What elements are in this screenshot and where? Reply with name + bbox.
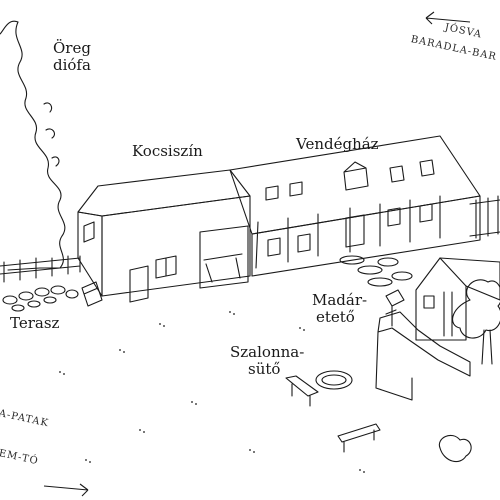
label-kocsiszin: Kocsiszín [132,142,203,160]
fire-ring [315,370,353,390]
left-fence [0,255,81,283]
terrace-bench [81,281,103,307]
label-eteto: etető [316,308,355,327]
bird-feeder [385,289,405,327]
label-szalonnasuto: Szalonna- sütő [230,343,305,379]
right-fence [469,195,500,239]
label-terasz: Terasz [10,314,60,332]
label-vendeghaz: Vendégház [296,135,379,153]
garden-wall [377,311,471,377]
arrow-bottom-left [43,483,89,497]
terrace-stones [2,285,79,312]
label-oreg-diofa: Öreg diófa [53,39,91,75]
label-madaretető: Madár- etető [312,291,368,327]
grass-dots [59,311,365,473]
fruit-tree [452,279,500,365]
label-madar: Madár- [312,291,368,309]
benches [285,375,381,453]
label-diofa: diófa [53,56,91,75]
stepping-stones [339,255,413,287]
label-suto: sütő [248,360,281,379]
label-oreg: Öreg [53,39,91,57]
label-szalonna: Szalonna- [230,343,305,361]
arrow-top-right [425,11,471,25]
walnut-tree [0,20,66,271]
carriage-house [77,169,251,303]
shrub [438,434,472,463]
small-house [415,257,500,341]
guest-house [229,135,481,277]
